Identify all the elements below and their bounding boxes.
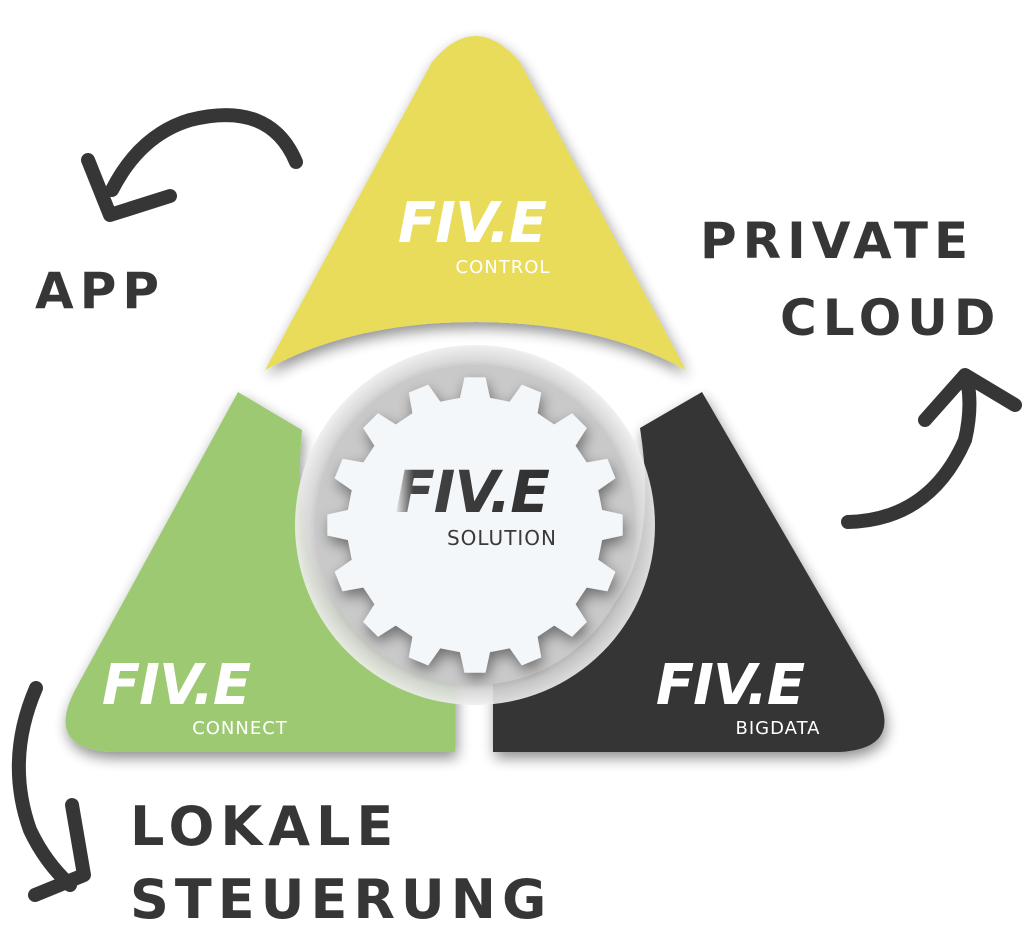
lokale-label: LOKALE <box>130 795 399 858</box>
segment-connect <box>65 392 456 752</box>
center-subtitle: SOLUTION <box>447 526 557 550</box>
bigdata-subtitle: BIGDATA <box>736 718 821 739</box>
gear-icon <box>327 377 623 673</box>
center-brand: FIV.E <box>395 458 549 526</box>
app-label: APP <box>35 262 165 320</box>
bigdata-brand: FIV.E <box>656 653 805 718</box>
private-label: PRIVATE <box>700 212 974 270</box>
curved-arrow-up-icon <box>841 378 977 529</box>
connect-subtitle: CONNECT <box>192 718 288 739</box>
curved-arrow-up-head <box>918 368 1022 427</box>
connect-brand: FIV.E <box>102 653 251 718</box>
control-brand: FIV.E <box>398 191 547 256</box>
cloud-label: CLOUD <box>780 289 1001 347</box>
curved-arrow-left-icon <box>105 108 303 197</box>
control-subtitle: CONTROL <box>456 257 551 278</box>
curved-arrow-down-icon <box>11 681 77 892</box>
segment-control <box>265 36 686 370</box>
curved-arrow-left-head <box>81 153 177 222</box>
steuerung-label: STEUERUNG <box>130 868 552 931</box>
gear-body <box>327 377 623 673</box>
curved-arrow-down-head <box>28 798 91 902</box>
